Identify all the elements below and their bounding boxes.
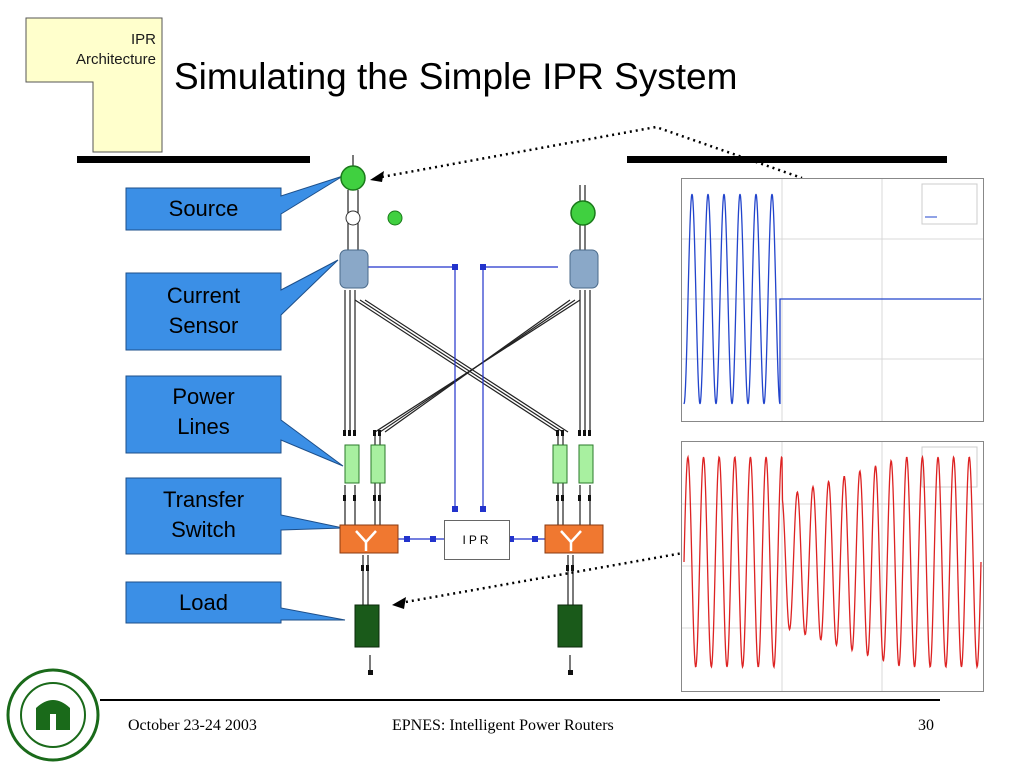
callout-shapes xyxy=(125,175,346,624)
load-right xyxy=(557,604,583,648)
transfer-switch-left xyxy=(339,524,399,554)
power-line-block xyxy=(370,444,386,484)
source-right xyxy=(570,200,596,226)
current-waveform-plot xyxy=(681,178,984,422)
current-waveform-svg xyxy=(682,179,983,421)
callout-source-shape xyxy=(125,175,344,231)
current-waveform-line xyxy=(683,193,981,405)
callout-current-sensor-label-2: Sensor xyxy=(168,313,239,338)
callout-transfer-switch-label-1: Transfer xyxy=(162,487,245,512)
callout-power-lines-label-2: Lines xyxy=(177,414,230,439)
footer-rule xyxy=(100,699,940,701)
callout-current-sensor-label-1: Current xyxy=(166,283,241,308)
current-sensor-right xyxy=(569,249,599,289)
power-line-block xyxy=(552,444,568,484)
callout-power-lines-shape xyxy=(125,375,344,467)
title-rule-left xyxy=(77,156,310,163)
transfer-switch-right xyxy=(544,524,604,554)
footer-date: October 23-24 2003 xyxy=(128,717,257,734)
footer-event: EPNES: Intelligent Power Routers xyxy=(392,717,614,734)
current-sensor-left xyxy=(339,249,369,289)
callout-transfer-switch-shape xyxy=(125,477,344,555)
load-left xyxy=(354,604,380,648)
dotted-pointers xyxy=(370,125,803,609)
source-left xyxy=(340,165,366,191)
page-title: Simulating the Simple IPR System xyxy=(174,56,738,97)
callout-source-label: Source xyxy=(168,196,239,221)
voltage-waveform-plot xyxy=(681,441,984,692)
voltage-waveform-line xyxy=(683,454,982,670)
footer-page-number: 30 xyxy=(918,717,934,734)
callout-current-sensor-shape xyxy=(125,259,339,351)
section-tag-line1: IPR xyxy=(130,31,156,48)
power-line-block xyxy=(344,444,360,484)
ipr-block: IPR xyxy=(444,520,510,560)
university-seal-logo xyxy=(6,668,100,762)
circuit-diagram xyxy=(339,155,604,675)
section-tag xyxy=(25,17,163,153)
callout-load-label: Load xyxy=(179,590,228,615)
callout-transfer-switch-label-2: Switch xyxy=(171,517,236,542)
power-line-block xyxy=(578,444,594,484)
title-rule-right xyxy=(627,156,947,163)
voltage-waveform-svg xyxy=(682,442,983,691)
callout-load-shape xyxy=(125,581,346,624)
callout-power-lines-label-1: Power xyxy=(172,384,235,409)
section-tag-line2: Architecture xyxy=(75,51,156,68)
